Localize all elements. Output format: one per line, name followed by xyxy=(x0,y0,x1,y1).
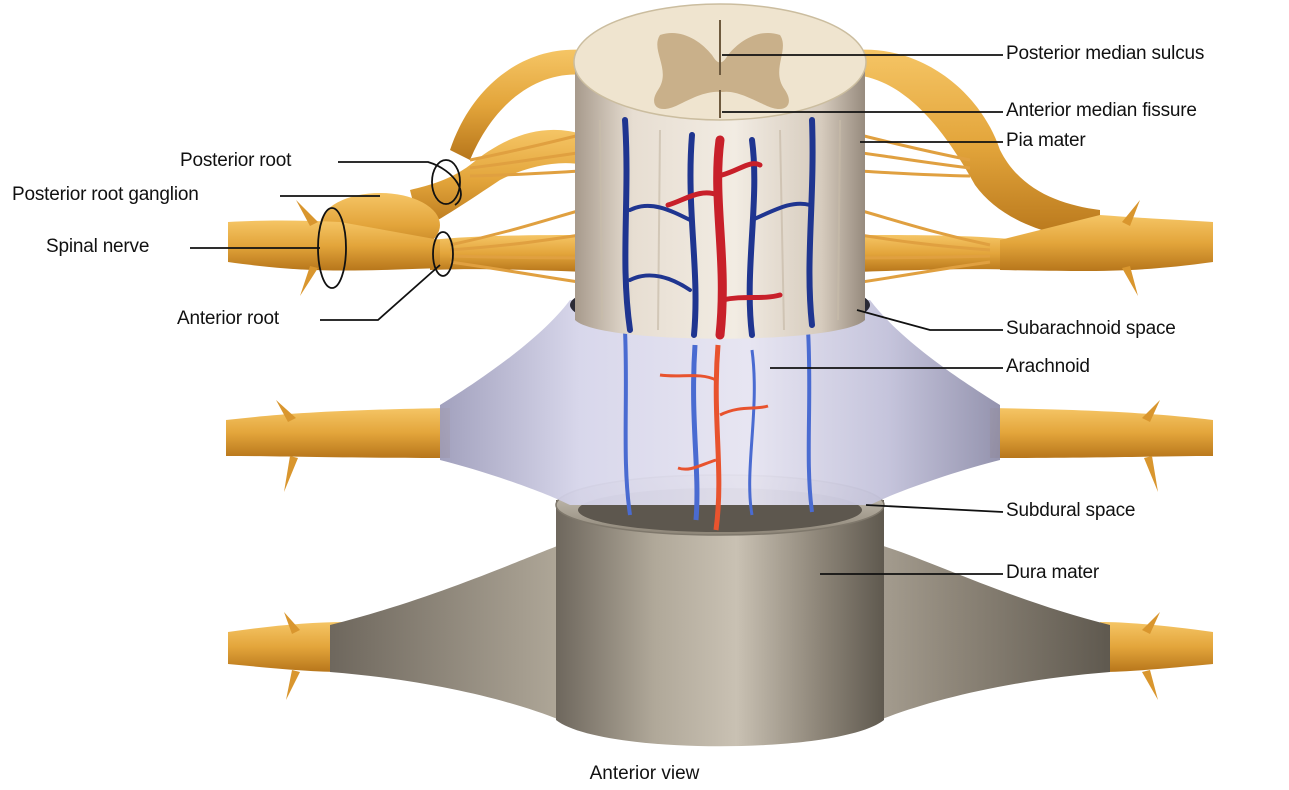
label-anterior-root: Anterior root xyxy=(177,308,279,330)
label-arachnoid: Arachnoid xyxy=(1006,356,1090,378)
caption: Anterior view xyxy=(0,763,1289,785)
right-anterior-root xyxy=(855,235,1020,272)
label-anterior-median-fissure: Anterior median fissure xyxy=(1006,100,1197,122)
label-pia-mater: Pia mater xyxy=(1006,130,1086,152)
anterior-spinal-artery xyxy=(718,140,723,335)
label-dura-mater: Dura mater xyxy=(1006,562,1099,584)
vein-right xyxy=(809,120,812,325)
label-posterior-root: Posterior root xyxy=(180,150,291,172)
right-arachnoid-nerve xyxy=(990,408,1213,458)
left-dura-nerve xyxy=(228,622,345,672)
left-arachnoid-nerve xyxy=(226,408,450,458)
label-posterior-median-sulcus: Posterior median sulcus xyxy=(1006,43,1204,65)
label-spinal-nerve: Spinal nerve xyxy=(46,236,149,258)
label-posterior-root-ganglion: Posterior root ganglion xyxy=(12,184,199,206)
dura-cylinder xyxy=(556,500,884,746)
label-subdural-space: Subdural space xyxy=(1006,500,1135,522)
label-subarachnoid-space: Subarachnoid space xyxy=(1006,318,1176,340)
right-dura-nerve xyxy=(1100,622,1213,672)
